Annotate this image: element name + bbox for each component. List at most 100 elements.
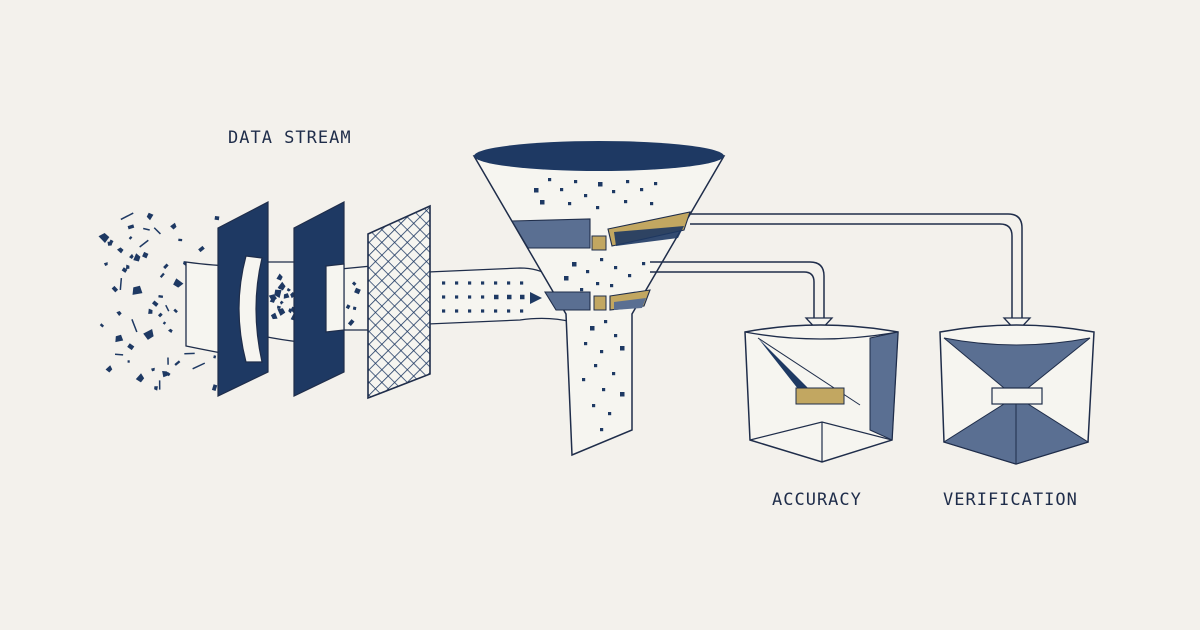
data-dot [494, 294, 499, 300]
flow-arrow-icon [530, 292, 542, 304]
data-fragment [288, 308, 293, 314]
data-dot [455, 309, 459, 313]
data-dot [481, 309, 485, 313]
funnel-particle [642, 262, 646, 266]
funnel-particle [560, 188, 564, 192]
data-fragment [170, 222, 177, 230]
funnel-particle [612, 372, 616, 376]
funnel-particle [564, 276, 569, 281]
funnel-opening [474, 141, 724, 171]
data-fragment [211, 384, 218, 391]
funnel-particles [534, 178, 658, 432]
data-fragment [129, 253, 134, 259]
data-fragment [279, 300, 284, 305]
data-fragment [345, 304, 351, 310]
data-fragment [165, 371, 171, 377]
data-fragment [163, 263, 169, 270]
data-fragment [286, 287, 291, 292]
data-fragment [268, 294, 277, 302]
data-fragment [270, 312, 278, 320]
data-fragment [132, 285, 143, 295]
funnel-particle [596, 282, 600, 286]
data-fragment [120, 212, 134, 221]
funnel-particle [568, 202, 572, 206]
data-fragment [178, 238, 183, 242]
funnel-particle [600, 258, 604, 262]
data-fragment [278, 286, 283, 290]
data-fragment [121, 267, 128, 273]
accuracy-container [744, 324, 899, 463]
filter-panel-1 [217, 201, 269, 397]
route-pipe-accuracy [650, 261, 825, 320]
data-fragment [158, 380, 161, 390]
data-dot [520, 294, 525, 300]
funnel-particle [628, 274, 632, 278]
data-fragment [347, 319, 355, 327]
data-fragment [142, 251, 149, 259]
data-fragment [98, 233, 110, 243]
data-dot [507, 309, 511, 313]
data-dot [507, 294, 512, 300]
data-fragment [354, 287, 361, 295]
data-fragment [116, 247, 124, 254]
funnel-particle [620, 346, 625, 351]
data-fragment [167, 357, 169, 365]
funnel-particle [540, 200, 545, 205]
funnel-particle [584, 194, 588, 198]
data-fragment [131, 319, 138, 333]
funnel-particle [608, 412, 612, 416]
data-fragment [125, 264, 130, 269]
data-fragment [107, 241, 113, 246]
verification-label: VERIFICATION [943, 490, 1078, 510]
data-dot [520, 309, 524, 313]
data-fragment [139, 239, 149, 248]
data-fragment [154, 386, 158, 391]
data-fragment [127, 343, 135, 351]
accuracy-label: ACCURACY [772, 490, 862, 510]
data-fragment [109, 239, 114, 244]
data-dot [455, 281, 459, 285]
data-fragment [351, 281, 357, 286]
data-fragment [111, 285, 119, 293]
mesh-filter-panel [367, 204, 431, 400]
funnel [472, 141, 726, 457]
funnel-particle [598, 182, 603, 187]
data-fragment [174, 360, 181, 366]
data-fragment [162, 321, 167, 325]
data-fragment [173, 308, 178, 314]
funnel-particle [594, 364, 598, 368]
funnel-particle [614, 266, 618, 270]
data-dot [442, 309, 446, 313]
funnel-particle [624, 200, 628, 204]
data-stream-label: DATA STREAM [228, 128, 352, 148]
data-dot [520, 281, 524, 285]
data-dot [468, 295, 472, 299]
funnel-particle [604, 320, 608, 324]
data-fragment [214, 215, 220, 221]
data-fragment [151, 300, 159, 307]
data-dot [442, 295, 446, 299]
funnel-particle [640, 188, 644, 192]
data-dot [468, 309, 472, 313]
funnel-particle [600, 428, 604, 432]
data-fragment [283, 293, 290, 299]
funnel-particle [548, 178, 552, 182]
data-fragment [277, 308, 286, 316]
data-fragment [274, 289, 282, 299]
data-fragment [153, 227, 161, 235]
data-fragment [103, 262, 108, 266]
data-dot [494, 281, 498, 285]
funnel-particle [582, 378, 586, 382]
funnel-particle [614, 334, 618, 338]
structured-data-dots [442, 281, 525, 313]
data-fragment [127, 224, 135, 230]
data-dot [481, 295, 485, 299]
funnel-particle [590, 326, 595, 331]
data-dot [455, 295, 459, 299]
data-fragment [99, 323, 105, 328]
funnel-particle [580, 288, 584, 292]
data-fragment [213, 355, 217, 359]
data-fragment [184, 352, 195, 355]
funnel-particle [584, 342, 588, 346]
